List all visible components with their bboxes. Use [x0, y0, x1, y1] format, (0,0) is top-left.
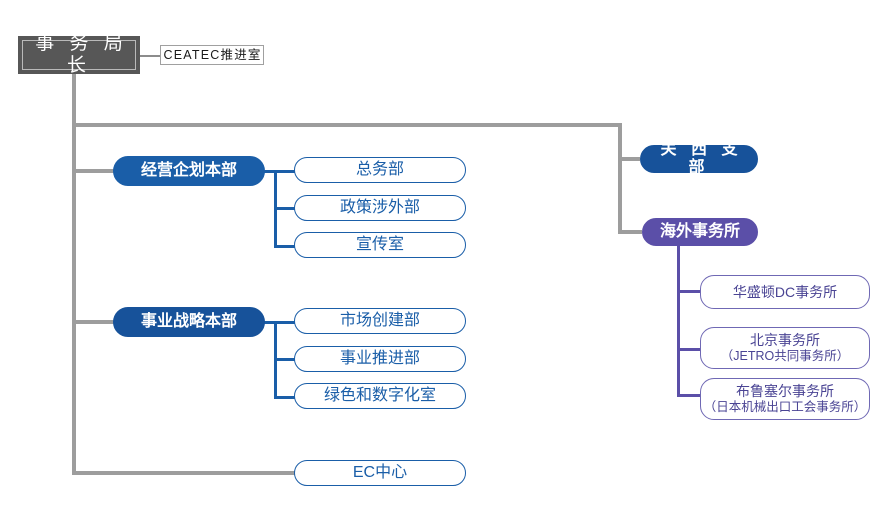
box-division-business-strategy[interactable]: 事业战略本部 — [113, 307, 265, 337]
box-office-beijing-sublabel: （JETRO共同事务所） — [720, 349, 850, 364]
box-business-promotion-dept[interactable]: 事业推进部 — [294, 346, 466, 372]
box-general-affairs-dept[interactable]: 总务部 — [294, 157, 466, 183]
box-ceatec-promotion-office[interactable]: CEATEC推进室 — [160, 45, 264, 65]
connector-overseas-spine — [677, 245, 680, 397]
box-kansai-branch-label: 关 西 支 部 — [660, 140, 743, 176]
connector-main-trunk — [72, 72, 76, 475]
box-ec-center-label: EC中心 — [352, 463, 408, 481]
connector-div1-branch-3 — [274, 244, 296, 248]
box-overseas-offices[interactable]: 海外事务所 — [642, 218, 758, 246]
connector-to-ec-center — [72, 471, 297, 475]
box-policy-external-affairs-dept-label: 政策涉外部 — [339, 198, 420, 216]
box-office-brussels[interactable]: 布鲁塞尔事务所 （日本机械出口工会事务所） — [700, 378, 870, 420]
connector-to-overseas — [618, 230, 642, 234]
box-division-business-strategy-label: 事业战略本部 — [140, 312, 237, 330]
box-ceatec-promotion-office-label: CEATEC推进室 — [163, 47, 262, 62]
head-box-director[interactable]: 事 务 局 长 — [18, 33, 140, 76]
box-ec-center[interactable]: EC中心 — [294, 460, 466, 486]
box-public-relations-office[interactable]: 宣传室 — [294, 232, 466, 258]
box-policy-external-affairs-dept[interactable]: 政策涉外部 — [294, 195, 466, 221]
box-office-brussels-label: 布鲁塞尔事务所 — [736, 383, 834, 400]
box-market-creation-dept-label: 市场创建部 — [339, 311, 420, 329]
box-office-washington-dc-label: 华盛顿DC事务所 — [732, 283, 838, 300]
connector-to-division-1 — [72, 169, 117, 173]
connector-overseas-branch-2 — [677, 348, 701, 351]
box-green-digital-office-label: 绿色和数字化室 — [323, 386, 436, 404]
box-office-brussels-sublabel: （日本机械出口工会事务所） — [703, 400, 867, 415]
connector-head-to-ceatec — [140, 55, 160, 57]
box-overseas-offices-label: 海外事务所 — [659, 222, 740, 240]
box-office-beijing-label: 北京事务所 — [750, 332, 820, 349]
connector-to-division-2 — [72, 320, 117, 324]
box-green-digital-office[interactable]: 绿色和数字化室 — [294, 383, 466, 409]
head-box-label: 事 务 局 长 — [35, 33, 128, 76]
box-division-management-planning-label: 经营企划本部 — [140, 161, 237, 179]
box-office-washington-dc[interactable]: 华盛顿DC事务所 — [700, 275, 870, 309]
box-public-relations-office-label: 宣传室 — [355, 235, 404, 253]
connector-div1-branch-2 — [274, 207, 296, 210]
box-kansai-branch[interactable]: 关 西 支 部 — [640, 141, 758, 176]
connector-div2-branch-1 — [274, 320, 296, 324]
connector-overseas-branch-3 — [677, 394, 701, 397]
connector-div2-stub — [262, 320, 282, 324]
box-office-beijing[interactable]: 北京事务所 （JETRO共同事务所） — [700, 327, 870, 369]
box-market-creation-dept[interactable]: 市场创建部 — [294, 308, 466, 334]
connector-div2-branch-3 — [274, 395, 296, 399]
connector-div2-branch-2 — [274, 358, 296, 361]
connector-right-drop — [618, 123, 622, 234]
connector-to-kansai — [618, 157, 640, 161]
box-business-promotion-dept-label: 事业推进部 — [339, 349, 420, 367]
box-general-affairs-dept-label: 总务部 — [355, 160, 404, 178]
connector-div1-stub — [262, 169, 282, 173]
connector-div1-branch-1 — [274, 169, 296, 173]
connector-top-rail — [72, 123, 622, 127]
connector-overseas-branch-1 — [677, 290, 701, 293]
box-division-management-planning[interactable]: 经营企划本部 — [113, 156, 265, 186]
